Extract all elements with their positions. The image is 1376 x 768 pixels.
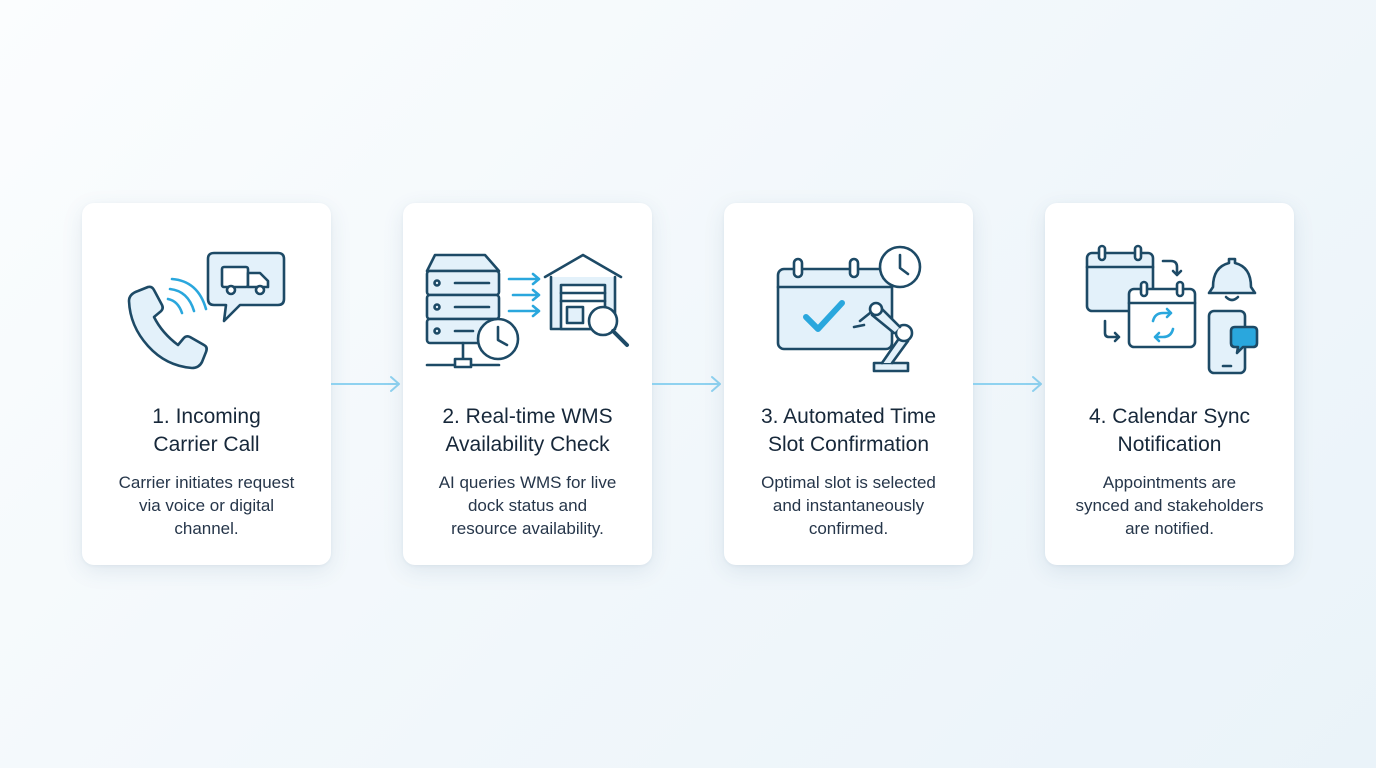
step-title: 3. Automated Time Slot Confirmation — [734, 403, 963, 459]
step-title-line: Slot Confirmation — [767, 433, 930, 456]
step-title-line: Availability Check — [445, 433, 610, 456]
step-description-line: and instantaneously — [772, 496, 925, 515]
connector-arrow-2 — [652, 376, 721, 392]
step-title-line: 4. Calendar Sync — [1088, 405, 1251, 428]
step-description-line: resource availability. — [451, 519, 604, 538]
calendar-sync-bell-phone-icon — [1045, 241, 1294, 381]
step-description: Appointments are synced and stakeholders… — [1059, 471, 1280, 540]
step-description-line: synced and stakeholders — [1075, 496, 1264, 515]
step-description-line: Appointments are — [1102, 473, 1237, 492]
step-description-line: AI queries WMS for live — [438, 473, 617, 492]
connector-arrow-1 — [331, 376, 400, 392]
step-title: 1. Incoming Carrier Call — [92, 403, 321, 459]
server-warehouse-search-icon — [403, 241, 652, 381]
calendar-check-robot-arm-icon — [724, 241, 973, 381]
step-title-line: 2. Real-time WMS — [442, 405, 613, 428]
step-title-line: 1. Incoming — [152, 405, 261, 428]
step-description-line: are notified. — [1125, 519, 1214, 538]
phone-with-truck-message-icon — [82, 241, 331, 381]
step-description-line: Carrier initiates request — [118, 473, 295, 492]
connector-arrow-3 — [973, 376, 1042, 392]
step-title: 4. Calendar Sync Notification — [1055, 403, 1284, 459]
step-description-line: confirmed. — [808, 519, 889, 538]
step-card-1: 1. Incoming Carrier Call Carrier initiat… — [82, 203, 331, 565]
step-description: Carrier initiates request via voice or d… — [96, 471, 317, 540]
step-card-2: 2. Real-time WMS Availability Check AI q… — [403, 203, 652, 565]
step-title-line: Carrier Call — [153, 433, 260, 456]
step-card-3: 3. Automated Time Slot Confirmation Opti… — [724, 203, 973, 565]
step-description-line: Optimal slot is selected — [761, 473, 936, 492]
step-title-line: Notification — [1117, 433, 1222, 456]
step-card-4: 4. Calendar Sync Notification Appointmen… — [1045, 203, 1294, 565]
step-description-line: channel. — [174, 519, 239, 538]
step-title: 2. Real-time WMS Availability Check — [413, 403, 642, 459]
step-description: AI queries WMS for live dock status and … — [417, 471, 638, 540]
step-description-line: via voice or digital — [138, 496, 275, 515]
step-title-line: 3. Automated Time — [760, 405, 937, 428]
step-description: Optimal slot is selected and instantaneo… — [738, 471, 959, 540]
step-description-line: dock status and — [467, 496, 588, 515]
